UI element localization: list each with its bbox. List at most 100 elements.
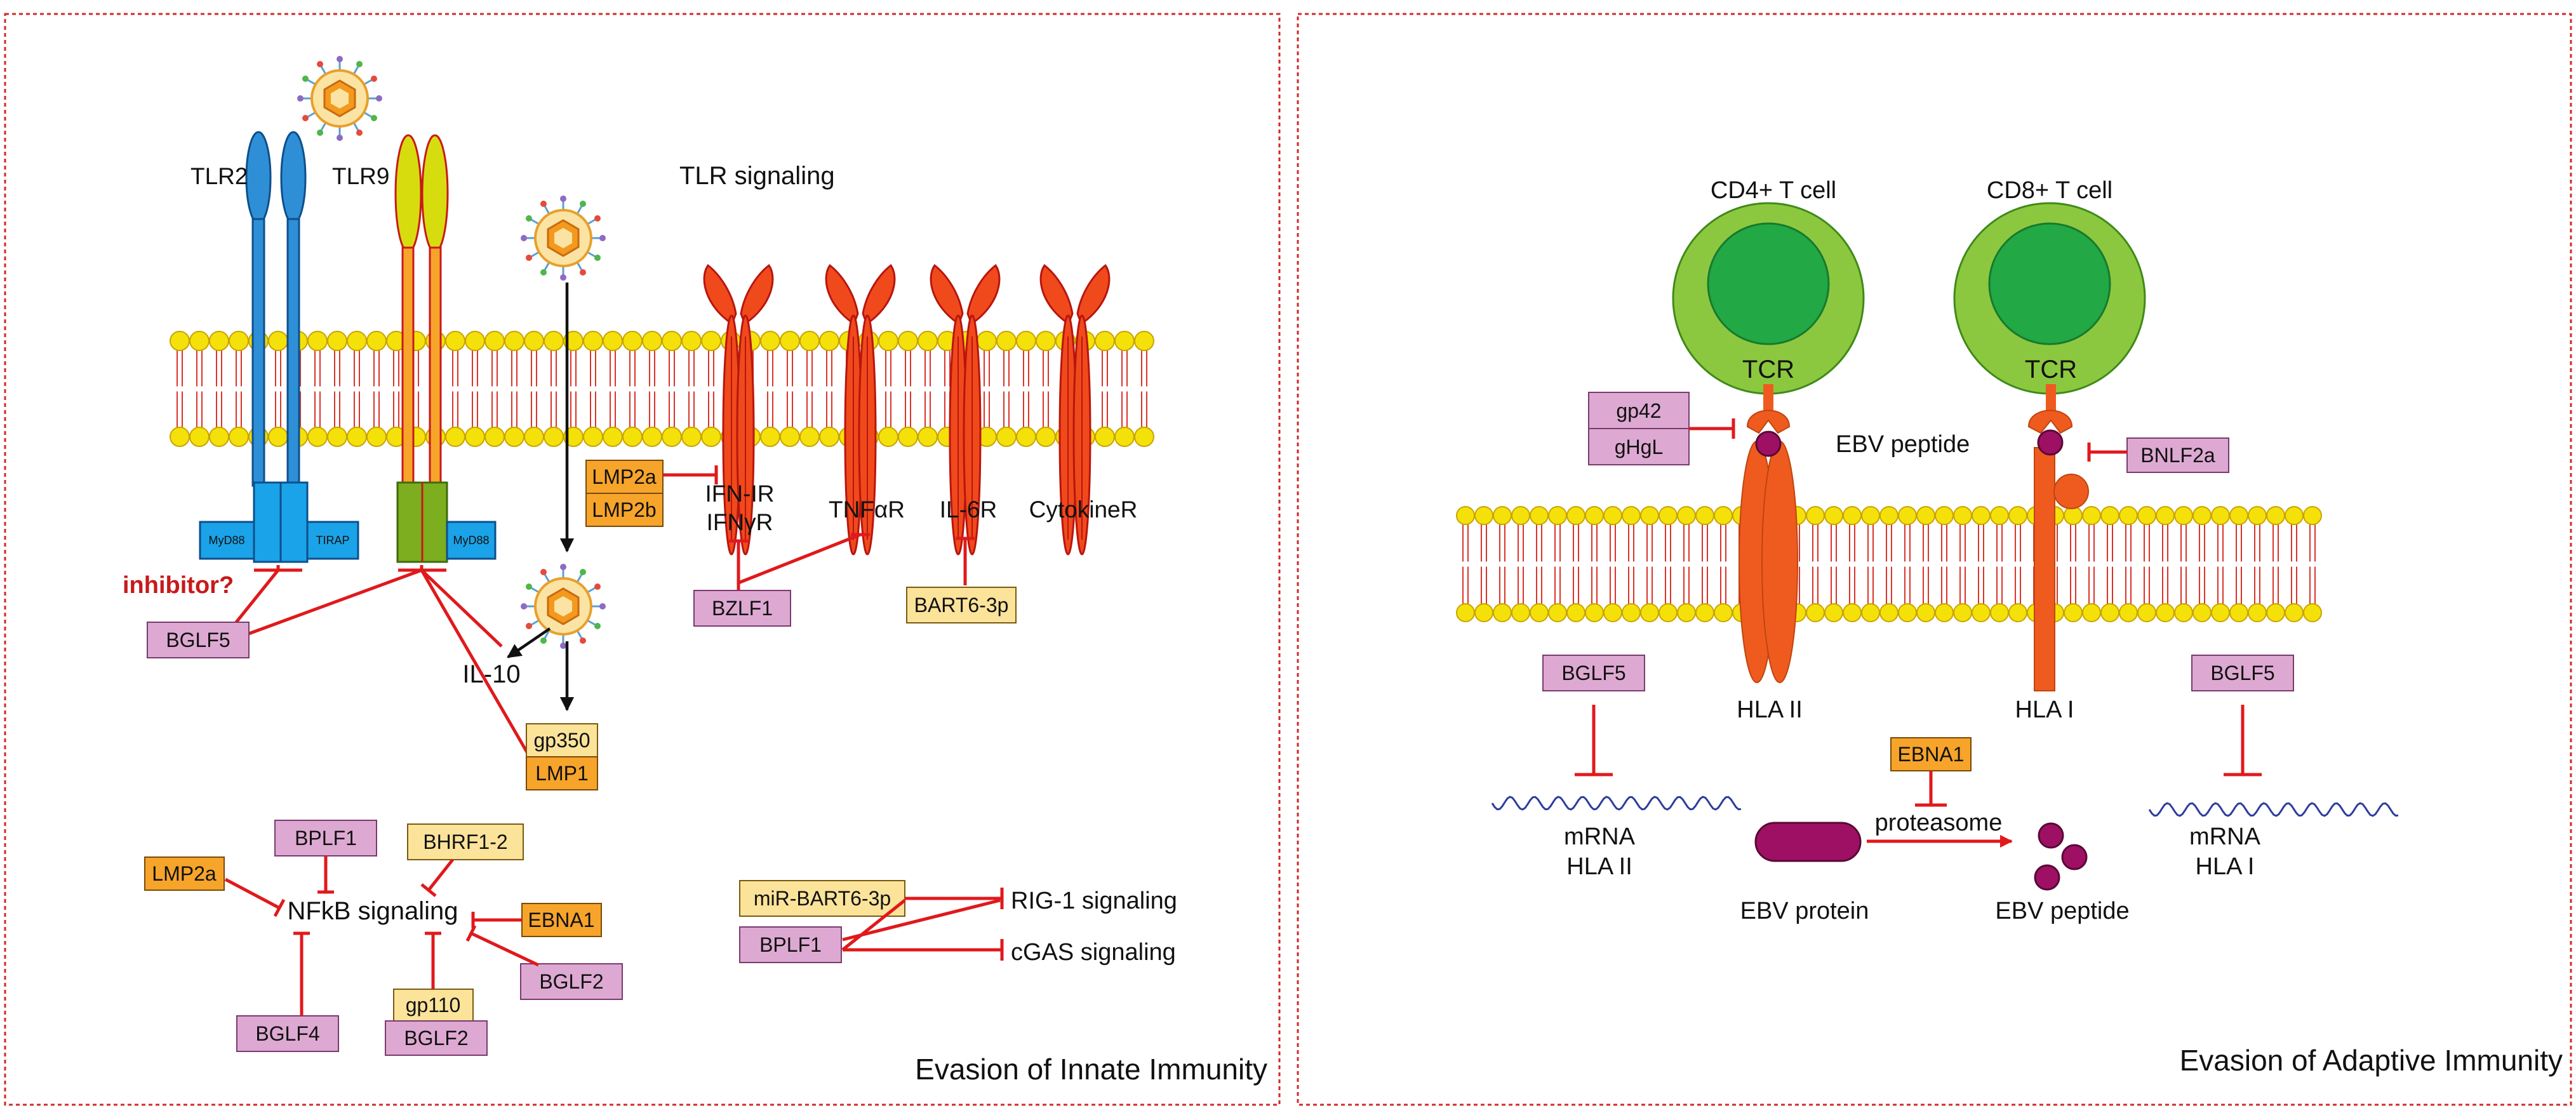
bnlf2a-label: BNLF2a: [2140, 444, 2215, 467]
bglf2-bottom-box: [385, 1020, 488, 1056]
bglf5-right-box: [2191, 655, 2294, 691]
lmp2-inhibition: [663, 465, 718, 484]
bglf2-right-box: [520, 963, 623, 1000]
cd4-tcell-label: CD4+ T cell: [1711, 177, 1836, 204]
tirap-adaptor: [306, 521, 359, 560]
cell-membrane-adaptive: [1456, 506, 2322, 622]
tlr-inhibition-lines: [222, 565, 531, 757]
bglf5-innate-label: BGLF5: [166, 629, 230, 651]
ebv-virion-top: [296, 55, 384, 142]
il10-induction-arrow: [507, 627, 551, 658]
bglf4-box: [236, 1015, 339, 1052]
lmp2b-label: LMP2b: [592, 498, 656, 521]
tlr2-receptor: [245, 131, 309, 563]
rig-cgas-inhibition: [841, 888, 1004, 961]
tcr-label-right: TCR: [2025, 356, 2077, 383]
bglf5-right-label: BGLF5: [2210, 662, 2274, 684]
bglf5-left-box: [1542, 655, 1645, 691]
bart6-3p-box: [906, 587, 1017, 623]
cd8-tcell-label: CD8+ T cell: [1987, 177, 2112, 204]
hla-ii-label: HLA II: [1737, 696, 1803, 723]
ebv-virion-middle: [519, 194, 607, 282]
bart6-inhibition: [956, 537, 975, 585]
il10-label: IL-10: [462, 660, 520, 688]
bzlf1-label: BZLF1: [712, 597, 773, 620]
mrna-right-label: mRNA: [2189, 823, 2261, 850]
hla-i-label: HLA I: [2015, 696, 2074, 723]
bglf5-left-label: BGLF5: [1561, 662, 1625, 684]
cgas-label: cGAS signaling: [1011, 939, 1176, 966]
proteasome-label: proteasome: [1875, 810, 2003, 836]
ebv-peptide-dot: [2061, 844, 2088, 870]
tirap-label: TIRAP: [316, 534, 349, 547]
tlr9-receptor: [394, 134, 449, 563]
hla-ii-complex: [1738, 384, 1798, 683]
nfkb-signaling-label: NFkB signaling: [287, 897, 458, 925]
ebv-peptide-dot: [2038, 822, 2064, 849]
lmp2b-box: [585, 493, 664, 527]
hla-i-complex: [2027, 384, 2089, 691]
bnlf2a-inhibition: [2087, 443, 2127, 462]
ebv-peptide-hla-ii: [1755, 430, 1782, 457]
tlr9-label: TLR9: [332, 163, 389, 189]
il6r-label: IL-6R: [940, 497, 997, 523]
bglf4-label: BGLF4: [255, 1022, 319, 1045]
tlr2-label: TLR2: [190, 163, 248, 189]
bplf1-nfkb-box: [274, 820, 377, 856]
gp42-label: gp42: [1616, 399, 1661, 422]
hla-ii-mrna-label: HLA II: [1566, 853, 1632, 880]
gp110-label: gp110: [406, 994, 461, 1016]
ifn-ir-label: IFN-IR: [705, 481, 775, 507]
bglf5-innate-box: [147, 622, 250, 658]
bhrf1-2-box: [407, 823, 524, 860]
ghgl-box: [1588, 428, 1690, 465]
bnlf2a-box: [2126, 437, 2229, 473]
myd88-label-right: MyD88: [453, 534, 489, 547]
mrna-hla-ii-strand: [1491, 796, 1742, 811]
ifn-yr-label: IFNγR: [707, 509, 773, 535]
innate-panel-frame: [4, 13, 1281, 1106]
ebna1-adaptive-label: EBNA1: [1898, 743, 1965, 766]
bplf1-nfkb-label: BPLF1: [295, 827, 357, 850]
cd8-tcell: [1953, 202, 2146, 395]
bzlf1-inhibition: [729, 533, 870, 596]
ebna1-nfkb-label: EBNA1: [528, 909, 595, 931]
ebna1-proteasome-inhibition: [1915, 771, 1947, 807]
ebv-peptide-dot: [2034, 864, 2060, 891]
lmp1-label: LMP1: [535, 762, 589, 785]
mrna-hla-i-strand: [2148, 802, 2399, 817]
inhibitor-question-label: inhibitor?: [123, 572, 234, 599]
ebv-protein-label: EBV protein: [1740, 898, 1869, 924]
ghgl-label: gHgL: [1615, 436, 1664, 458]
bglf5-mrna-inhibition: [1575, 705, 2262, 776]
ebv-protein-shape: [1754, 822, 1862, 862]
tnfar-label: TNFαR: [829, 497, 905, 523]
bzlf1-box: [693, 590, 791, 627]
innate-panel-title: Evasion of Innate Immunity: [915, 1053, 1267, 1086]
bglf2-right-label: BGLF2: [539, 970, 603, 993]
myd88-adaptor-left: [199, 521, 255, 560]
mir-bart6-3p-box: [739, 880, 905, 917]
lmp1-box: [526, 756, 598, 790]
bart6-3p-label: BART6-3p: [914, 594, 1009, 616]
gp350-label: gp350: [534, 729, 591, 752]
lmp2a-nfkb-label: LMP2a: [152, 862, 217, 885]
mir-bart6-3p-label: miR-BART6-3p: [754, 887, 891, 910]
myd88-adaptor-right: [446, 521, 497, 560]
gp42-box: [1588, 392, 1690, 429]
bplf1-rig-label: BPLF1: [759, 933, 822, 956]
gp42-ghgl-inhibition: [1689, 418, 1735, 439]
myd88-label-left: MyD88: [208, 534, 244, 547]
bplf1-rig-box: [739, 926, 842, 963]
rig1-label: RIG-1 signaling: [1011, 888, 1177, 914]
ebv-peptide-bottom-label: EBV peptide: [1995, 898, 2129, 924]
ebv-peptide-top-label: EBV peptide: [1836, 431, 1970, 458]
cell-membrane-innate: [170, 331, 1154, 447]
adaptive-panel-title: Evasion of Adaptive Immunity: [2180, 1044, 2563, 1077]
bglf2-bottom-label: BGLF2: [404, 1027, 468, 1050]
gp110-box: [393, 989, 474, 1022]
ebv-virion-lower: [519, 563, 607, 650]
gp350-box: [526, 723, 598, 757]
mrna-left-label: mRNA: [1564, 823, 1636, 850]
